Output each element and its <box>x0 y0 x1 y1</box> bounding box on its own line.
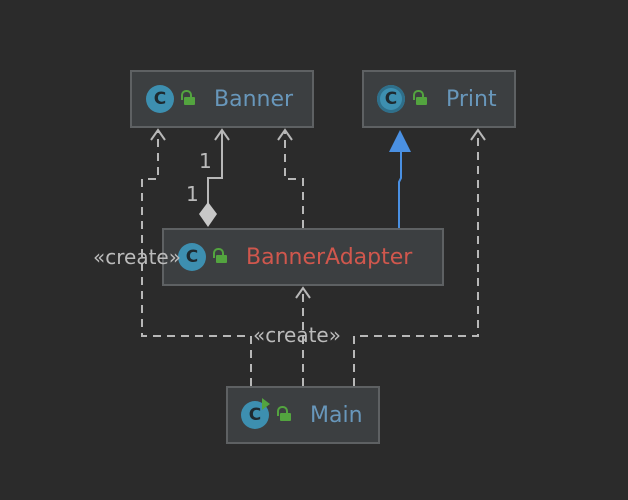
edge-banneradapter-composes-banner[interactable] <box>199 128 230 227</box>
lock-open-icon <box>213 248 228 263</box>
class-icon: C <box>377 85 405 113</box>
multiplicity-target-label: 1 <box>199 149 212 173</box>
lock-open-icon <box>413 90 428 105</box>
edge-main-depends-print[interactable] <box>353 128 486 386</box>
edge-main-creates-banneradapter[interactable] <box>295 286 311 386</box>
class-node-banner[interactable]: C Banner <box>130 70 314 128</box>
open-arrowhead-icon <box>470 128 486 141</box>
create-stereotype-label-left: «create» <box>93 245 181 269</box>
lock-open-icon <box>181 90 196 105</box>
open-arrowhead-icon <box>214 128 230 141</box>
node-label-print: Print <box>446 87 497 112</box>
edge-banneradapter-implements-print[interactable] <box>389 130 411 228</box>
run-marker-icon <box>262 398 270 410</box>
node-label-banneradapter: BannerAdapter <box>246 245 413 270</box>
class-icon: C <box>146 85 174 113</box>
class-icon: C <box>178 243 206 271</box>
open-arrowhead-icon <box>277 128 293 141</box>
inheritance-arrowhead-icon <box>389 130 411 152</box>
open-arrowhead-icon <box>295 286 311 299</box>
open-arrowhead-icon <box>150 128 166 141</box>
multiplicity-source-label: 1 <box>186 182 199 206</box>
lock-open-icon <box>277 406 292 421</box>
node-label-banner: Banner <box>214 87 294 112</box>
class-node-banneradapter[interactable]: C BannerAdapter <box>162 228 444 286</box>
node-label-main: Main <box>310 403 363 428</box>
composition-diamond-icon <box>199 202 217 227</box>
class-node-print[interactable]: C Print <box>362 70 516 128</box>
edge-banneradapter-depends-banner[interactable] <box>277 128 304 228</box>
edge-main-creates-banner[interactable] <box>141 128 252 386</box>
create-stereotype-label-bottom: «create» <box>253 323 341 347</box>
class-node-main[interactable]: C Main <box>226 386 380 444</box>
